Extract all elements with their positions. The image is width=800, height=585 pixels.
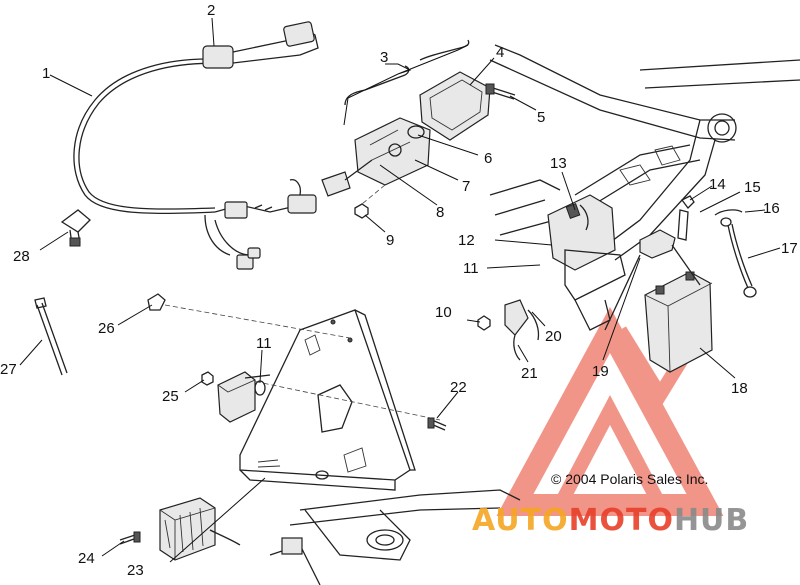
callout-8: 8: [436, 204, 444, 221]
regulator-part-23: [119, 497, 241, 561]
callout-18: 18: [731, 380, 748, 397]
watermark-auto: AUTO: [472, 503, 569, 538]
cable-assembly: [73, 21, 319, 270]
callout-22: 22: [450, 379, 467, 396]
callout-20: 20: [545, 328, 562, 345]
callout-14: 14: [709, 176, 726, 193]
callout-2: 2: [207, 2, 215, 19]
callout-12: 12: [458, 232, 475, 249]
callout-26: 26: [98, 320, 115, 337]
callout-16: 16: [763, 200, 780, 217]
callout-6: 6: [484, 150, 492, 167]
callout-3: 3: [380, 49, 388, 66]
leader-lines: [19, 17, 781, 563]
callout-24: 24: [78, 550, 95, 567]
callout-9: 9: [386, 232, 394, 249]
callout-1: 1: [42, 65, 50, 82]
callout-17: 17: [781, 240, 798, 257]
callout-19: 19: [592, 363, 609, 380]
part-22: [427, 417, 447, 431]
watermark-hub: HUB: [674, 503, 749, 538]
mounting-plate: [164, 304, 441, 491]
callout-23: 23: [127, 562, 144, 579]
frame: [489, 44, 800, 261]
light-assembly: [321, 39, 516, 219]
callout-27: 27: [0, 361, 17, 378]
battery-assembly: [604, 195, 757, 373]
lower-frame: [269, 489, 521, 585]
callout-11-lower: 11: [256, 335, 272, 352]
part-27: [34, 297, 68, 376]
callout-4: 4: [496, 44, 504, 61]
part-28: [60, 209, 91, 247]
watermark-text: AUTOMOTOHUB: [472, 503, 749, 538]
part-26: [147, 293, 166, 311]
callout-11-upper: 11: [463, 260, 479, 277]
callout-25: 25: [162, 388, 179, 405]
copyright-text: © 2004 Polaris Sales Inc.: [551, 471, 708, 487]
watermark-moto: MOTO: [569, 503, 674, 538]
callout-5: 5: [537, 109, 545, 126]
mount-bracket: [547, 194, 626, 331]
svg-text:AUTOMOTOHUB: AUTOMOTOHUB: [472, 503, 749, 538]
callout-7: 7: [462, 178, 470, 195]
coil-part-25: [201, 371, 271, 423]
callout-21: 21: [521, 365, 538, 382]
callout-15: 15: [744, 179, 761, 196]
clip-assembly: [477, 299, 540, 361]
callout-13: 13: [550, 155, 567, 172]
callout-10: 10: [435, 304, 452, 321]
callout-28: 28: [13, 248, 30, 265]
